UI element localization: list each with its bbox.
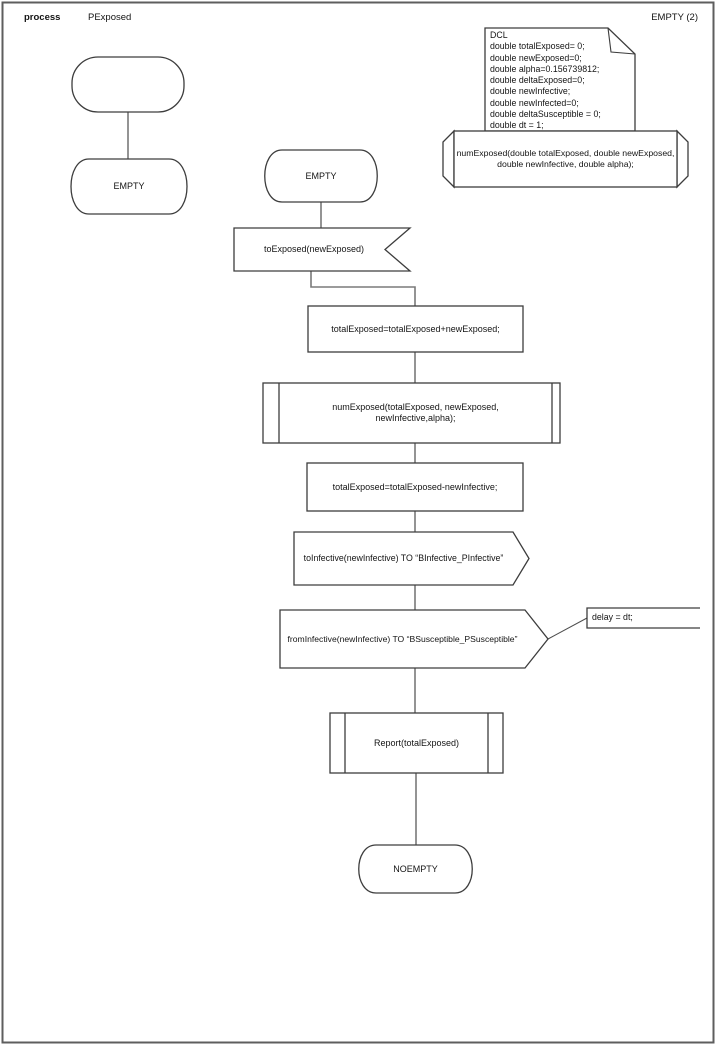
task-sub-infective-shape[interactable] — [306, 462, 524, 512]
state-noempty-shape[interactable] — [358, 844, 473, 894]
comment-link-line — [547, 617, 588, 640]
call-report-shape[interactable] — [329, 712, 504, 774]
process-kind-label: process — [24, 12, 61, 23]
dcl-text-block: DCL double totalExposed= 0; double newEx… — [490, 30, 601, 132]
state-empty-left-label: EMPTY — [113, 181, 145, 191]
output-frominfective-label: fromInfective(newInfective) TO “BSuscept… — [287, 633, 518, 644]
comment-delay-label: delay = dt; — [592, 612, 633, 622]
input-toexposed-label: toExposed(newExposed) — [263, 244, 365, 254]
procedure-declaration-body — [453, 130, 678, 188]
call-numexposed-body — [262, 382, 561, 444]
state-empty-main-label: EMPTY — [305, 170, 337, 181]
dcl-line: double totalExposed= 0; — [490, 41, 585, 52]
call-numexposed-line1: numExposed(totalExposed, newExposed, — [332, 402, 499, 412]
procedure-declaration-right-tab — [676, 129, 689, 189]
output-toinfective-shape[interactable] — [293, 531, 530, 586]
call-numexposed-label: numExposed(totalExposed, newExposed, new… — [279, 383, 552, 443]
dcl-line: double newInfective; — [490, 86, 571, 97]
call-report-label: Report(totalExposed) — [373, 737, 460, 748]
call-numexposed-line2: newInfective,alpha); — [375, 413, 456, 423]
state-empty-main-shape[interactable] — [264, 149, 378, 203]
procedure-declaration-line1: numExposed(double totalExposed, double n… — [456, 148, 675, 158]
state-noempty-label: NOEMPTY — [393, 863, 438, 874]
dcl-note-fold — [607, 27, 636, 55]
dcl-line: double newInfected=0; — [490, 97, 579, 108]
call-report-body — [329, 712, 504, 774]
dcl-line: DCL — [490, 30, 508, 40]
dcl-note-shape[interactable] — [484, 27, 636, 132]
dcl-line: double newExposed=0; — [490, 52, 582, 63]
output-frominfective-shape[interactable] — [279, 609, 549, 669]
task-add-exposed-shape[interactable] — [307, 305, 524, 353]
process-name-label: PExposed — [88, 12, 132, 23]
call-numexposed-shape[interactable] — [262, 382, 561, 444]
procedure-declaration-text: numExposed(double totalExposed, double n… — [454, 131, 677, 187]
comment-delay-shape[interactable] — [586, 607, 700, 629]
procedure-declaration-line2: double newInfective, double alpha); — [497, 159, 634, 169]
connector-input-to-task1 — [310, 271, 416, 306]
dcl-line: double deltaSusceptible = 0; — [490, 109, 601, 120]
output-toinfective-label: toInfective(newInfective) TO “BInfective… — [303, 553, 504, 563]
procedure-declaration-left-tab — [442, 129, 455, 189]
task-sub-infective-label: totalExposed=totalExposed-newInfective; — [332, 481, 498, 492]
dcl-line: double alpha=0.156739812; — [490, 63, 600, 74]
start-symbol[interactable] — [71, 56, 185, 113]
procedure-declaration-shape[interactable] — [442, 129, 689, 189]
task-add-exposed-label: totalExposed=totalExposed+newExposed; — [331, 323, 500, 334]
input-toexposed-shape[interactable] — [233, 227, 412, 272]
state-empty-left-shape[interactable] — [70, 158, 188, 215]
dcl-line: double dt = 1; — [490, 120, 544, 131]
page-number-label: EMPTY (2) — [651, 12, 698, 23]
dcl-line: double deltaExposed=0; — [490, 75, 585, 86]
connectors — [127, 112, 417, 845]
